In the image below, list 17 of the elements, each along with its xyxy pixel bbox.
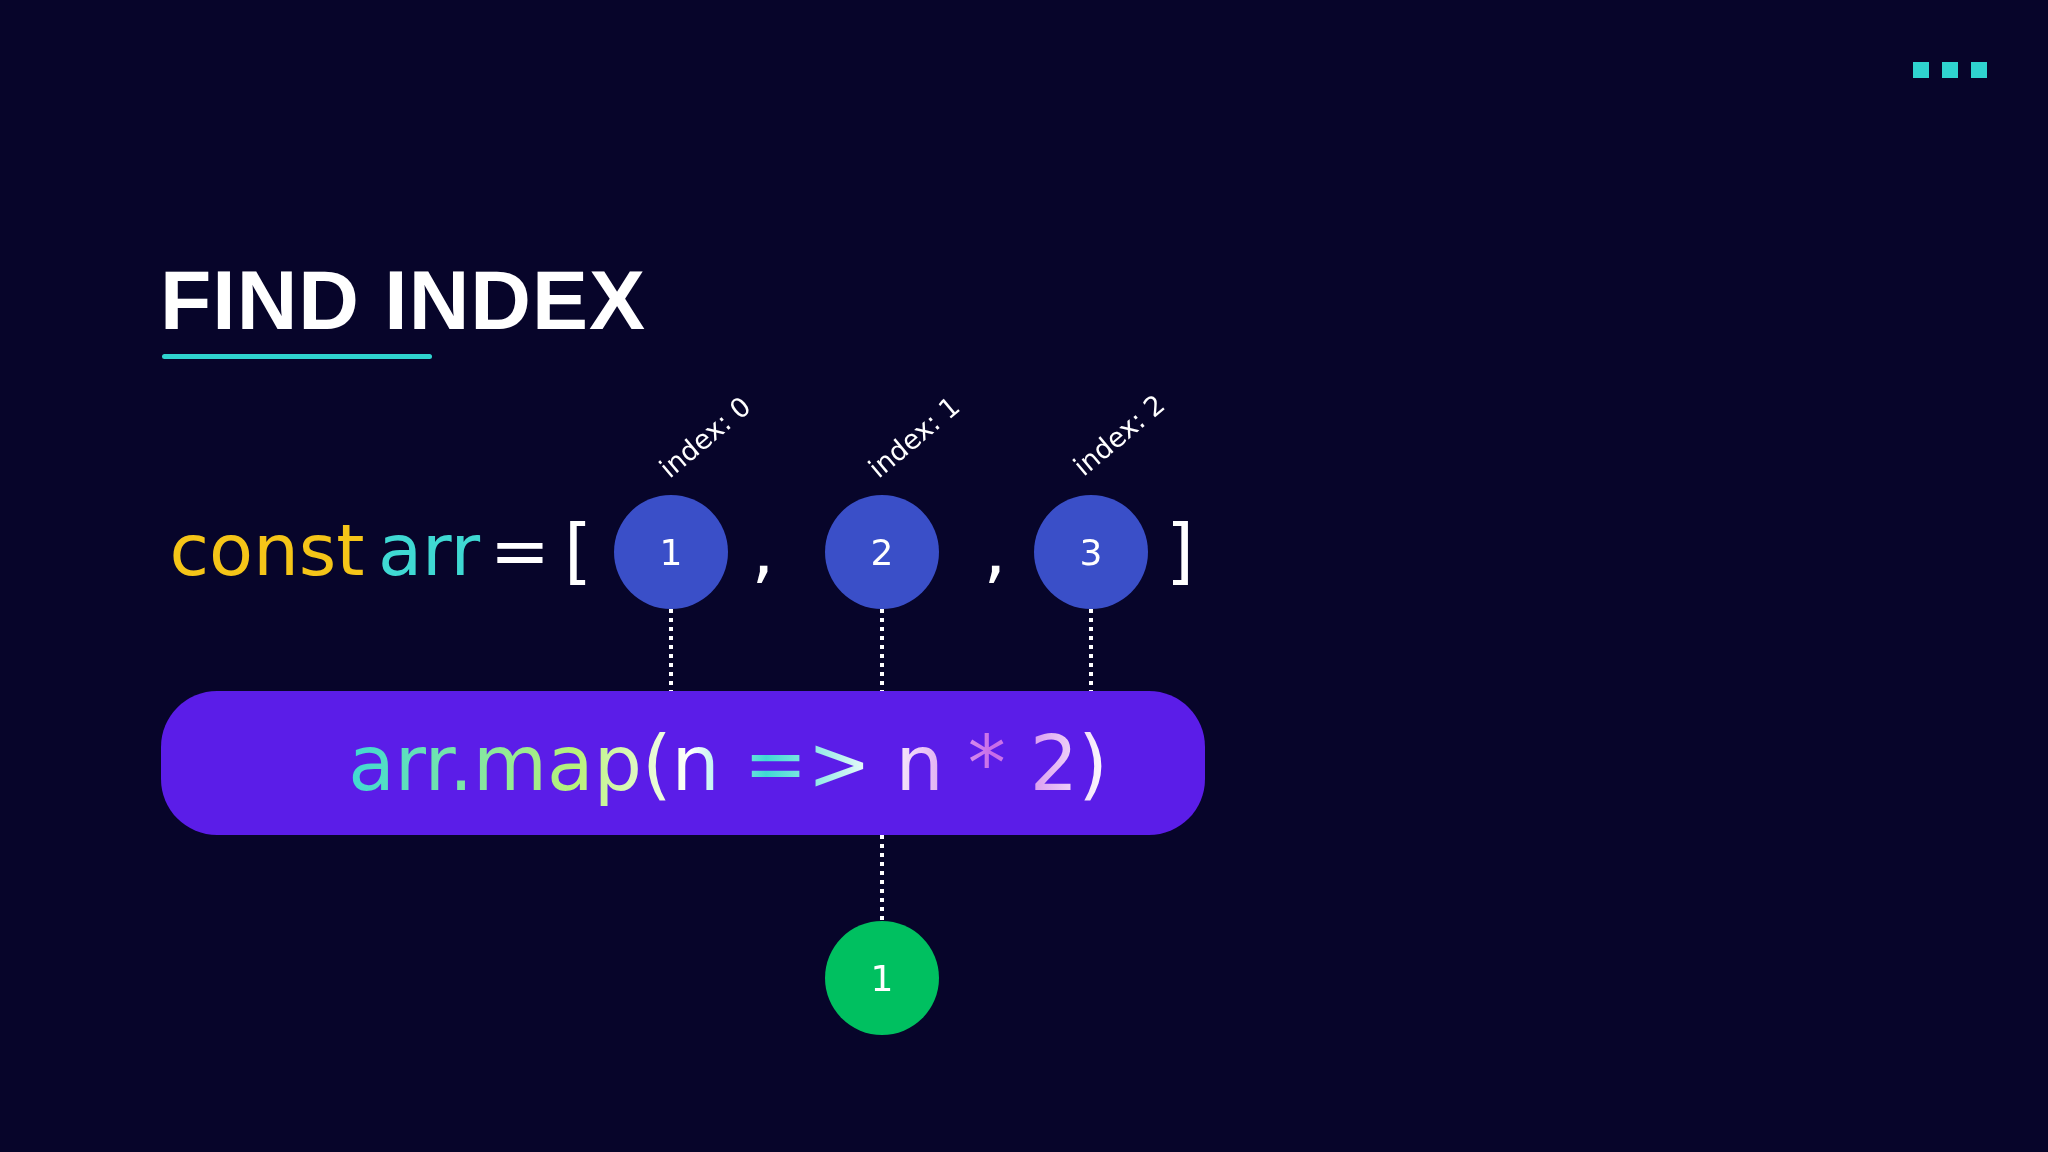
- value-text: 3: [1079, 531, 1103, 573]
- value-text: 1: [870, 957, 894, 999]
- dotted-line: [880, 835, 884, 921]
- code-token: =: [489, 514, 551, 586]
- value-text: 2: [870, 531, 894, 573]
- dotted-line: [1089, 609, 1093, 691]
- code-token: ]: [1165, 514, 1195, 586]
- code-token: const: [169, 514, 365, 586]
- code-token: arr: [377, 514, 481, 586]
- code-token: ,: [983, 514, 1007, 586]
- slide-title: FIND INDEX: [160, 252, 647, 349]
- value-text: 1: [659, 531, 683, 573]
- dotted-line: [880, 609, 884, 691]
- code-box: [161, 691, 1205, 835]
- code-token: [: [563, 514, 593, 586]
- dotted-line: [669, 609, 673, 691]
- code-token: ,: [751, 514, 775, 586]
